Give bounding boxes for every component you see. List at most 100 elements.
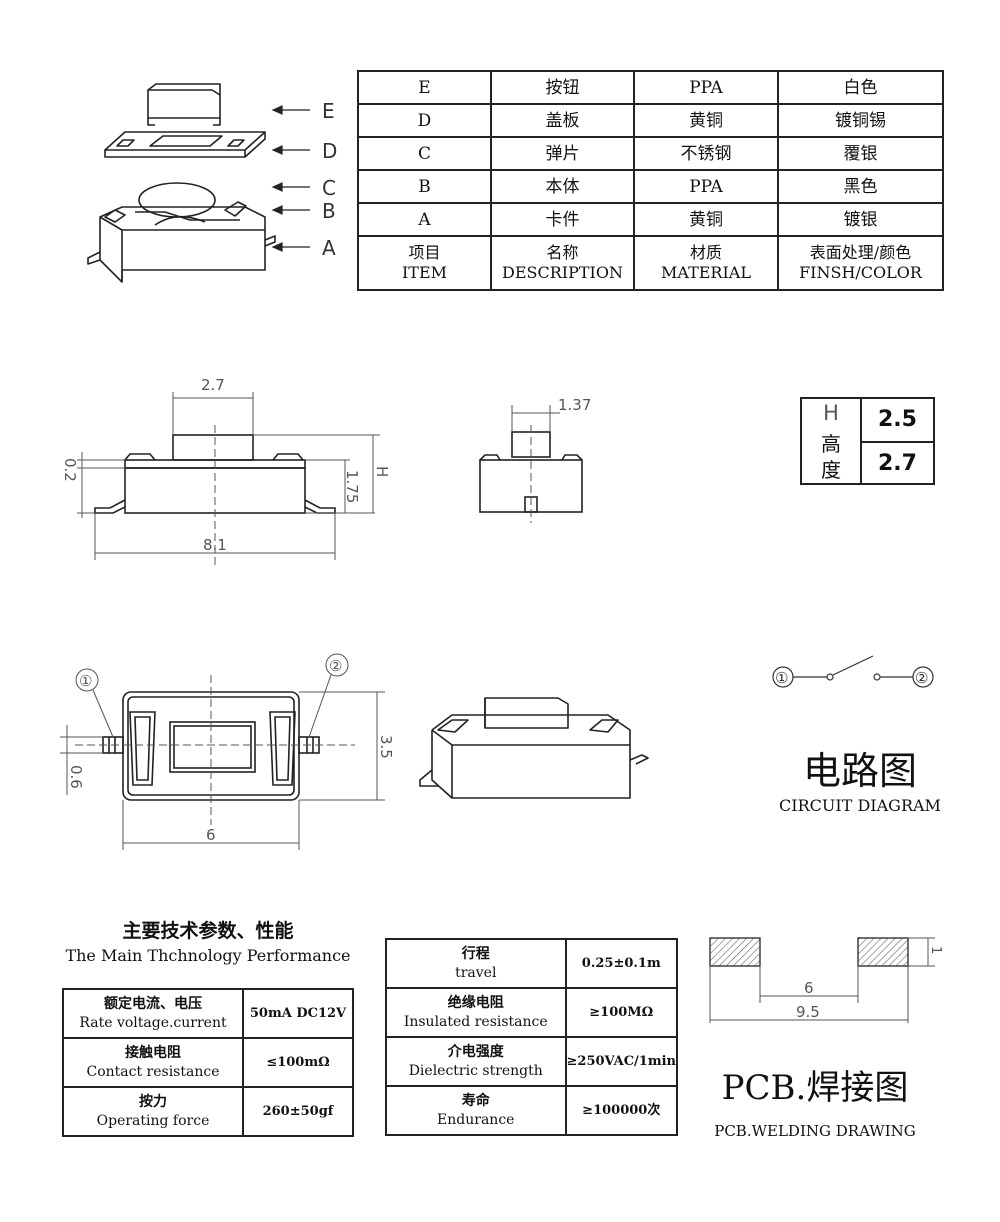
performance-row: 行程 travel 0.25±0.1m: [385, 938, 679, 989]
bom-cell-finish: 白色: [777, 70, 944, 105]
performance-label-cn: 按力: [139, 1093, 167, 1110]
front-view: 2.7 8.1 0.2 1.75 H: [61, 376, 391, 565]
header-item-cn: 项目: [408, 243, 441, 262]
height-label-h: H: [823, 401, 839, 425]
performance-value: ≥100000次: [564, 1085, 679, 1136]
performance-label-cn: 接触电阻: [125, 1044, 181, 1061]
bom-cell-finish: 覆银: [777, 136, 944, 171]
performance-title-en: The Main Thchnology Performance: [65, 946, 351, 965]
bom-cell-material: PPA: [633, 169, 779, 204]
label-c: C: [322, 176, 336, 200]
performance-label-en: Contact resistance: [86, 1063, 220, 1080]
bom-cell-description: 弹片: [490, 136, 635, 171]
dim-top-pin: 0.6: [67, 765, 85, 789]
performance-label-cn: 介电强度: [447, 1043, 504, 1060]
performance-row: 按力 Operating force 260±50gf: [62, 1086, 354, 1137]
height-table: H 高 度 2.5 2.7: [800, 397, 935, 485]
label-e: E: [322, 99, 335, 123]
header-finish-cn: 表面处理/颜色: [809, 243, 912, 262]
bom-cell-finish: 黑色: [777, 169, 944, 204]
header-desc-en: DESCRIPTION: [502, 263, 623, 282]
performance-row: 接触电阻 Contact resistance ≤100mΩ: [62, 1037, 354, 1088]
bom-cell-item: A: [357, 202, 492, 237]
bom-cell-finish: 镀铜锡: [777, 103, 944, 138]
header-desc-cn: 名称: [546, 243, 579, 262]
pin1-label: ①: [79, 672, 92, 690]
performance-row: 绝缘电阻 Insulated resistance ≥100MΩ: [385, 987, 679, 1038]
pin2-label: ②: [329, 657, 342, 675]
label-a: A: [322, 236, 336, 260]
isometric-view: [419, 697, 649, 799]
label-d: D: [322, 139, 337, 163]
performance-label-cn: 寿命: [461, 1092, 490, 1109]
performance-label-cn: 行程: [461, 945, 490, 962]
performance-label-en: travel: [455, 964, 497, 981]
pcb-title-en: PCB.WELDING DRAWING: [714, 1122, 916, 1140]
circuit-pin1: ①: [775, 669, 788, 687]
performance-value: ≤100mΩ: [242, 1037, 354, 1088]
performance-label-cell: 接触电阻 Contact resistance: [62, 1037, 244, 1088]
dim-side-button-width: 1.37: [558, 396, 591, 414]
performance-right-table: 行程 travel 0.25±0.1m 绝缘电阻 Insulated resistanc…: [385, 938, 679, 1136]
performance-label-cn: 绝缘电阻: [447, 994, 504, 1011]
dim-top-width: 3.5: [377, 735, 395, 759]
performance-value: ≥100MΩ: [564, 987, 679, 1038]
bom-cell-item: B: [357, 169, 492, 204]
bom-cell-item: E: [357, 70, 492, 105]
performance-label-en: Insulated resistance: [403, 1013, 548, 1030]
header-finish-en: FINSH/COLOR: [799, 263, 922, 282]
bom-cell-material: 不锈钢: [633, 136, 779, 171]
performance-title-cn: 主要技术参数、性能: [122, 920, 294, 942]
dim-front-total-height: H: [373, 466, 391, 477]
header-mat-cn: 材质: [689, 243, 722, 262]
performance-value: 260±50gf: [242, 1086, 354, 1137]
pcb-dim-pad-height: 1: [928, 946, 943, 954]
performance-value: 50mA DC12V: [242, 988, 354, 1039]
performance-row: 额定电流、电压 Rate voltage.current 50mA DC12V: [62, 988, 354, 1039]
top-view: ① ② 6 3.5 0.6: [60, 653, 395, 850]
bom-cell-item: C: [357, 136, 492, 171]
bom-cell-description: 按钮: [490, 70, 635, 105]
header-item-en: ITEM: [401, 263, 448, 282]
performance-label-cell: 额定电流、电压 Rate voltage.current: [62, 988, 244, 1039]
bom-cell-description: 卡件: [490, 202, 635, 237]
bom-cell-item: D: [357, 103, 492, 138]
bom-cell-finish: 镀银: [777, 202, 944, 237]
circuit-title-cn: 电路图: [802, 749, 917, 793]
bom-cell-material: PPA: [633, 70, 779, 105]
performance-label-en: Rate voltage.current: [79, 1014, 227, 1031]
bom-cell-description: 盖板: [490, 103, 635, 138]
performance-label-en: Dielectric strength: [408, 1062, 543, 1079]
performance-label-cell: 绝缘电阻 Insulated resistance: [385, 987, 567, 1038]
header-mat-en: MATERIAL: [661, 263, 751, 282]
label-b: B: [322, 199, 336, 223]
dim-front-plate: 0.2: [61, 458, 79, 482]
dim-front-body-height: 1.75: [343, 470, 361, 503]
dim-front-top-width: 2.7: [201, 376, 225, 394]
performance-value: 0.25±0.1m: [564, 938, 679, 989]
pcb-dim-inner: 6: [804, 979, 814, 997]
performance-label-en: Operating force: [96, 1112, 210, 1129]
height-value-1: 2.5: [878, 407, 917, 432]
height-label-cn2: 度: [821, 458, 841, 482]
performance-label-cell: 行程 travel: [385, 938, 567, 989]
performance-value: ≥250VAC/1min: [564, 1036, 679, 1087]
performance-row: 寿命 Endurance ≥100000次: [385, 1085, 679, 1136]
pcb-dim-outer: 9.5: [796, 1003, 820, 1021]
pcb-welding-drawing: 6 9.5 1: [709, 937, 943, 1023]
performance-label-en: Endurance: [437, 1111, 515, 1128]
dim-top-length: 6: [206, 826, 216, 844]
height-label-cn1: 高: [821, 432, 841, 456]
performance-label-cell: 按力 Operating force: [62, 1086, 244, 1137]
performance-label-cn: 额定电流、电压: [104, 995, 202, 1012]
height-value-2: 2.7: [878, 451, 917, 476]
circuit-pin2: ②: [915, 669, 928, 687]
dim-front-length: 8.1: [203, 536, 227, 554]
